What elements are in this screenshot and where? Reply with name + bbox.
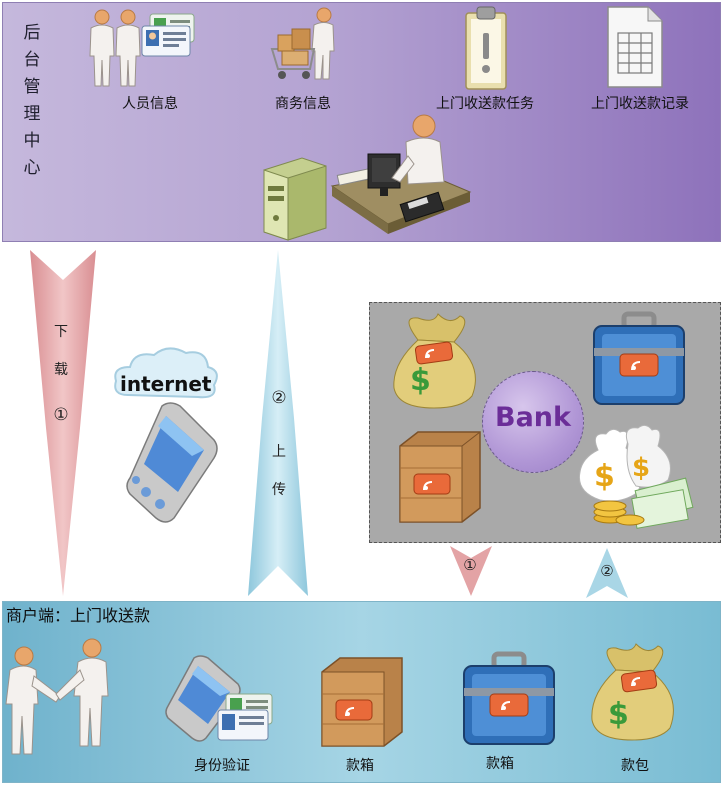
blue-cash-case-icon bbox=[463, 651, 555, 745]
server-tower-icon bbox=[263, 157, 327, 241]
blue-cash-case-icon bbox=[593, 311, 685, 405]
bank-down-step-number: ① bbox=[463, 556, 477, 574]
merchant-panel-title: 商户端：上门收送款 bbox=[6, 606, 151, 625]
business-caption: 商务信息 bbox=[275, 96, 331, 112]
bank-up-step-number: ② bbox=[600, 562, 614, 580]
business-cart-icon bbox=[270, 7, 335, 80]
money-bag-icon: $ bbox=[591, 643, 674, 741]
mobile-device-icon bbox=[126, 402, 218, 523]
identity-verification-icon bbox=[165, 655, 273, 742]
download-arrow bbox=[30, 250, 96, 596]
bag-caption: 款包 bbox=[621, 758, 649, 774]
task-caption: 上门收送款任务 bbox=[436, 96, 534, 112]
money-pile-icon: $ $ bbox=[578, 424, 694, 529]
handshake-icon bbox=[5, 638, 109, 755]
download-label: 下载 bbox=[54, 324, 68, 378]
bank-label: Bank bbox=[495, 402, 571, 433]
svg-text:$: $ bbox=[608, 697, 629, 732]
upload-arrow bbox=[248, 250, 308, 596]
record-caption: 上门收送款记录 bbox=[591, 96, 689, 112]
box2-caption: 款箱 bbox=[486, 756, 514, 772]
svg-text:$: $ bbox=[594, 459, 615, 494]
upload-label: 上传 bbox=[272, 444, 286, 498]
money-bag-icon: $ bbox=[393, 313, 476, 409]
internet-label: internet bbox=[120, 372, 212, 396]
download-step-number: ① bbox=[53, 405, 69, 425]
svg-text:$: $ bbox=[410, 363, 431, 398]
wooden-cash-box-icon bbox=[399, 431, 481, 523]
task-clipboard-icon bbox=[465, 6, 507, 90]
record-document-icon bbox=[607, 6, 663, 88]
box1-caption: 款箱 bbox=[346, 758, 374, 774]
bank-down-arrow bbox=[450, 546, 492, 596]
operator-desk-icon bbox=[330, 114, 472, 234]
cloud-icon bbox=[114, 347, 218, 399]
bank-circle bbox=[482, 371, 584, 473]
upload-step-number: ② bbox=[271, 388, 287, 408]
identity-caption: 身份验证 bbox=[194, 758, 250, 774]
personnel-icon bbox=[89, 9, 195, 87]
wooden-cash-box-icon bbox=[321, 657, 403, 747]
admin-center-title: 后台管理中心 bbox=[23, 23, 41, 178]
bank-up-arrow bbox=[586, 548, 628, 598]
personnel-caption: 人员信息 bbox=[122, 96, 178, 112]
svg-text:$: $ bbox=[632, 453, 650, 483]
